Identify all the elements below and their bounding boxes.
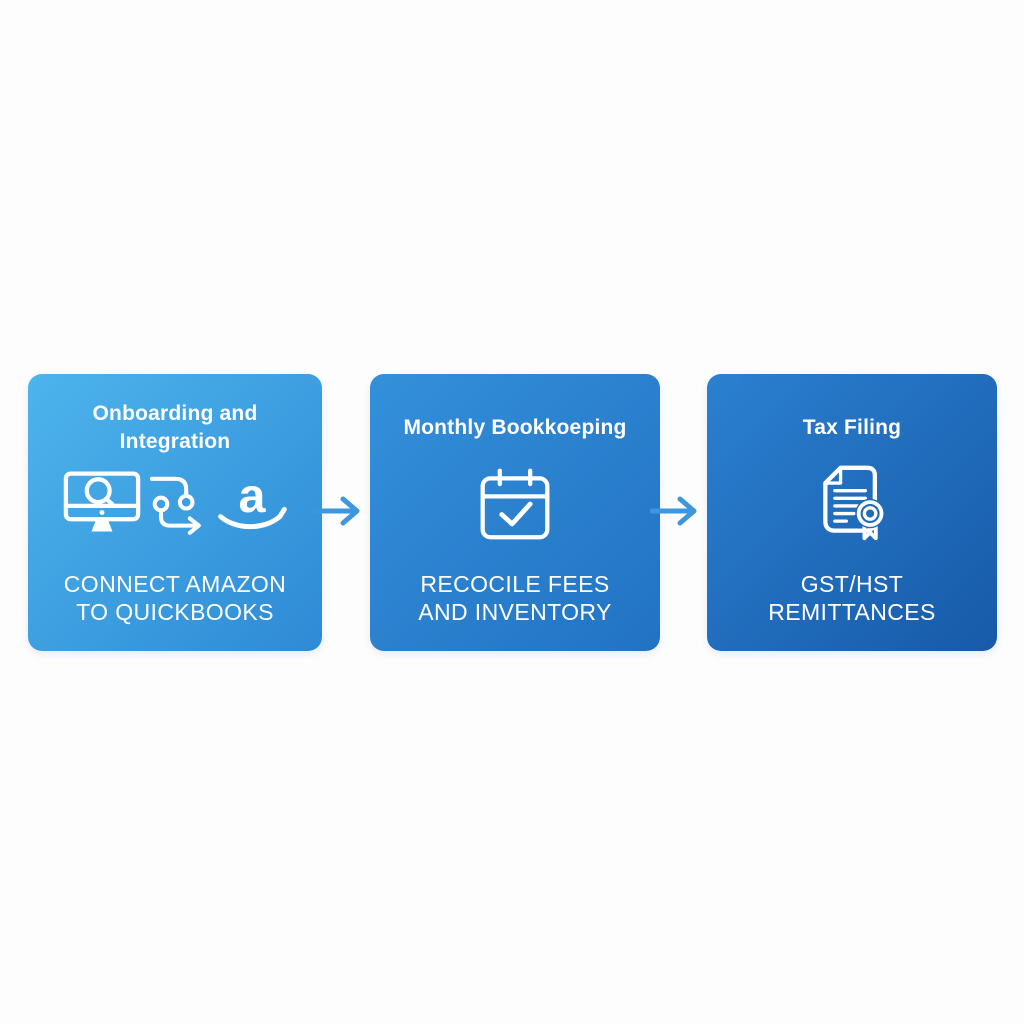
calendar-check-icon [477,464,553,544]
amazon-letter-a: a [239,469,267,523]
flow-arrow-icon [650,496,697,526]
monitor-search-icon [62,466,142,542]
step-title: Onboarding and Integration [92,402,258,453]
step-icons [477,458,553,550]
step-card-tax-filing: Tax Filing GST/HST REMITTANCES [707,374,997,651]
amazon-icon: a [216,469,288,539]
step-icons [812,458,892,550]
step-card-onboarding: Onboarding and Integration [28,374,322,651]
step-subtitle: CONNECT AMAZON TO QUICKBOOKS [63,571,287,626]
step-subtitle: GST/HST REMITTANCES [768,571,936,626]
flow-arrow-icon [313,496,360,526]
workflow-icon [150,468,208,540]
step-icons: a [62,458,288,550]
step-title: Tax Filing [802,416,902,440]
document-seal-icon [812,462,892,546]
step-subtitle: RECOCILE FEES AND INVENTORY [418,571,612,626]
step-title: Monthly Bookkoeping [403,416,627,440]
step-card-bookkeeping: Monthly Bookkoeping RECOCILE FEES AND IN… [370,374,660,651]
